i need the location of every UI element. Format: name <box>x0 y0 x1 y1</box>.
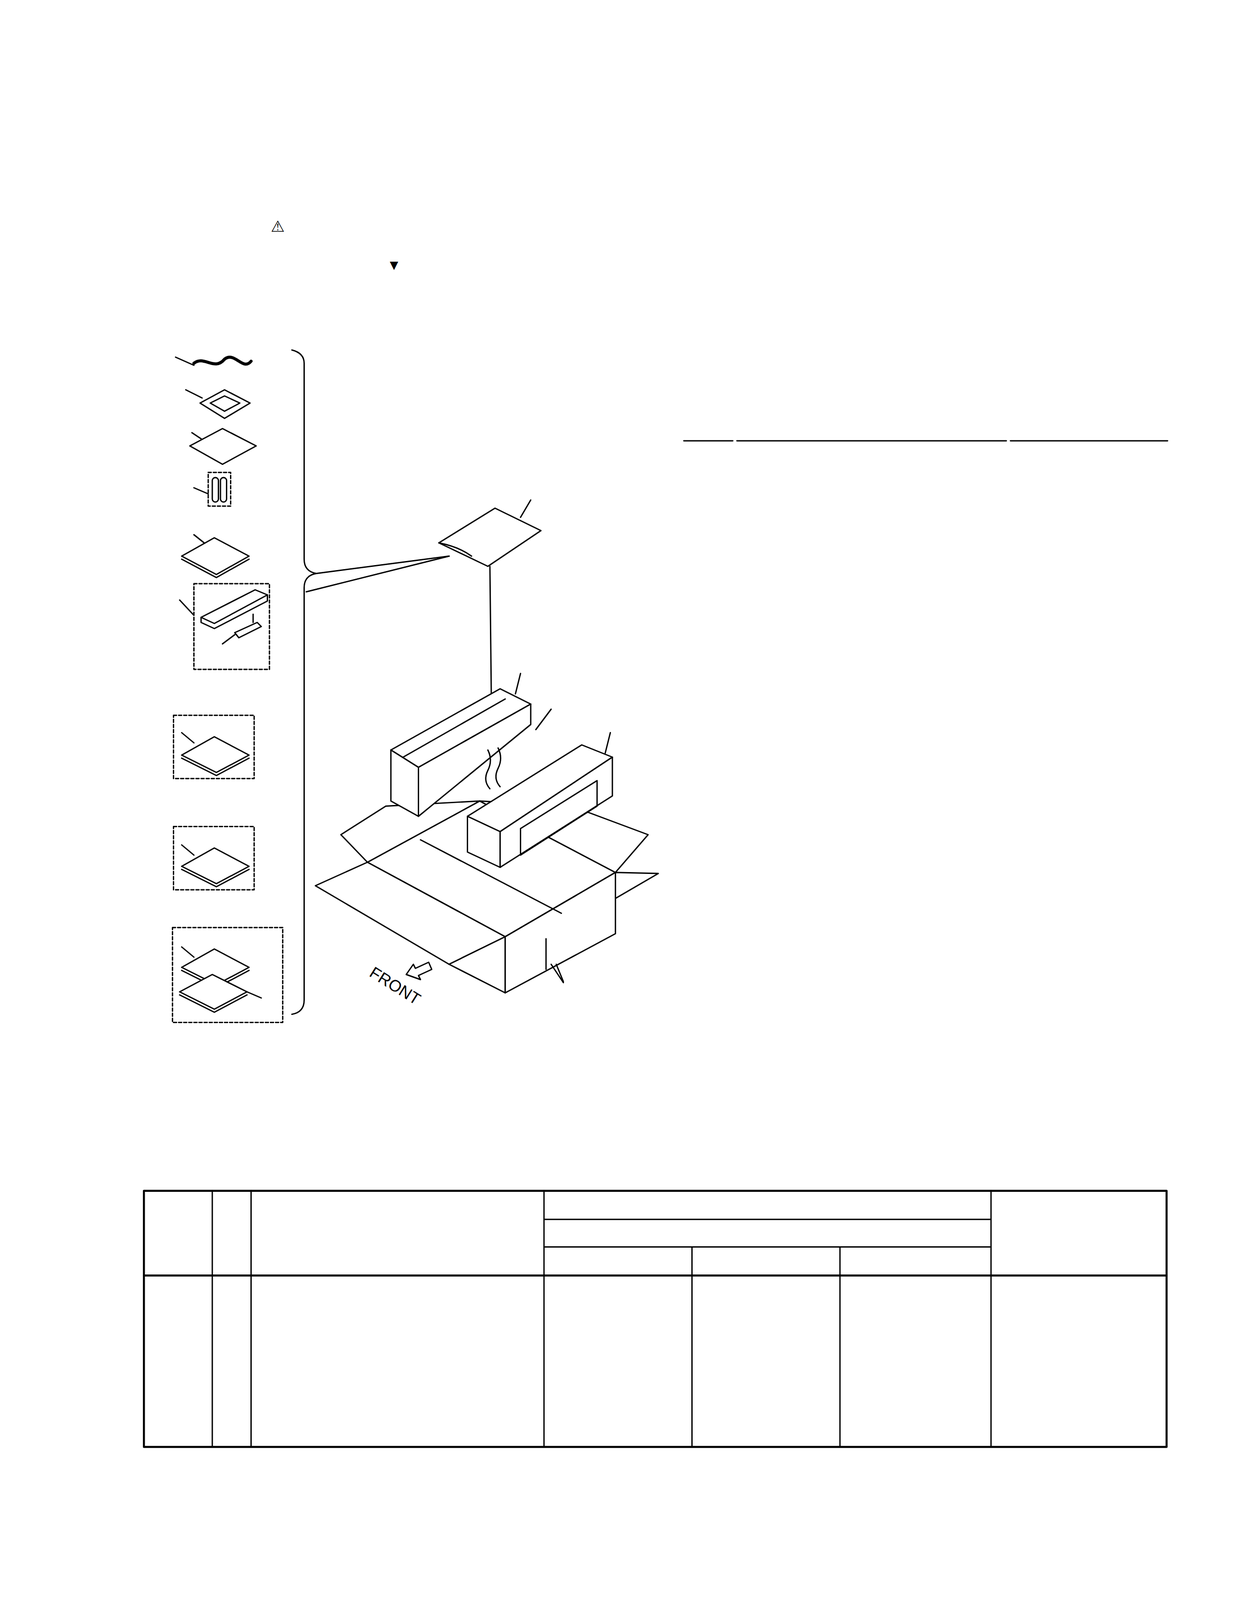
marker-symbol: ▼ <box>386 258 401 273</box>
front-label: FRONT <box>366 963 424 1008</box>
parts-table <box>143 1191 1167 1448</box>
carton <box>315 801 659 993</box>
brace <box>292 350 317 1015</box>
warning-symbol: ⚠ <box>270 219 285 235</box>
foam-pads <box>391 673 613 983</box>
table-rules <box>684 440 1169 442</box>
front-arrow <box>406 962 432 980</box>
accessory-items <box>172 357 283 1023</box>
